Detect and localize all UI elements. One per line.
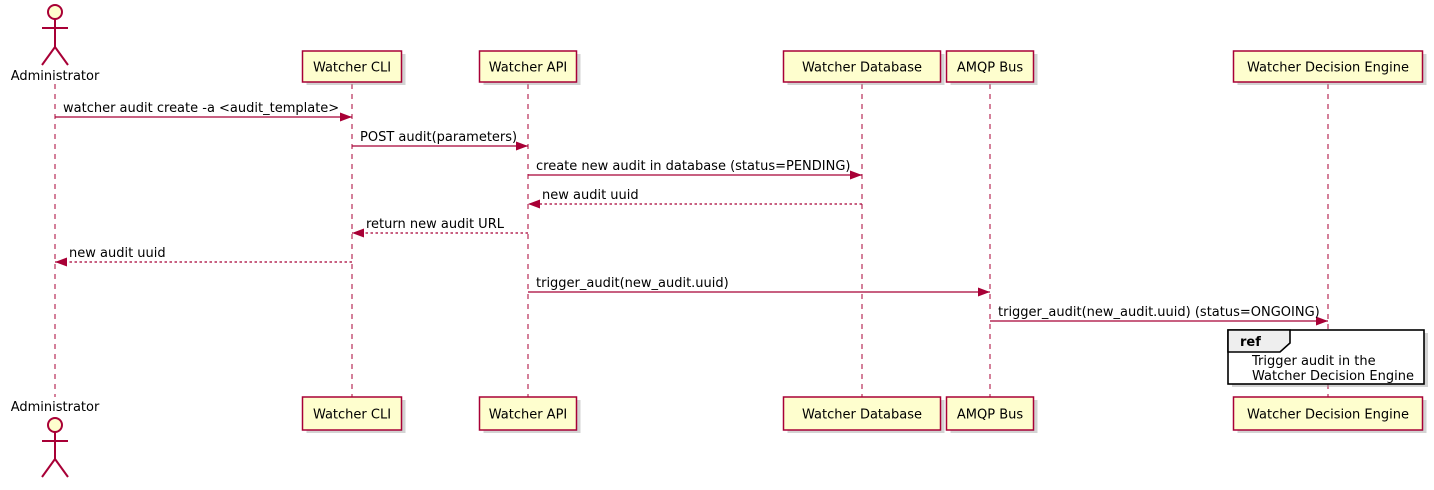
ref-text-line: Trigger audit in the xyxy=(1251,354,1376,369)
message-label: POST audit(parameters) xyxy=(360,130,517,145)
participant-box-bottom-wde xyxy=(1232,396,1424,431)
participant-box-top-db xyxy=(782,50,942,83)
participant-label: Watcher CLI xyxy=(313,408,391,423)
participant-box-bottom-api xyxy=(478,396,578,431)
ref-tab xyxy=(1227,329,1291,353)
message-arrowhead xyxy=(528,199,540,209)
message-label: new audit uuid xyxy=(69,246,166,261)
actor-leg-icon xyxy=(41,458,56,478)
message-label: trigger_audit(new_audit.uuid) xyxy=(536,276,729,291)
message-arrowhead xyxy=(516,141,528,151)
participant-box-bottom-cli xyxy=(301,396,403,431)
participant-label: Watcher API xyxy=(489,61,568,76)
participant-label: AMQP Bus xyxy=(957,61,1023,76)
participant-label: Watcher CLI xyxy=(313,61,391,76)
participant-label: Watcher API xyxy=(489,408,568,423)
actor-label-top: Administrator xyxy=(11,69,100,84)
participant-label: Watcher Database xyxy=(802,408,922,423)
actor-head-icon xyxy=(47,417,63,433)
participant-label: AMQP Bus xyxy=(957,408,1023,423)
participant-box-bottom-amqp xyxy=(945,396,1035,431)
message-label: trigger_audit(new_audit.uuid) (status=ON… xyxy=(998,305,1320,320)
actor-leg-icon xyxy=(54,458,69,478)
message-arrowhead xyxy=(978,287,990,297)
actor-label-bottom: Administrator xyxy=(11,400,100,415)
message-arrowhead xyxy=(850,170,862,180)
message-arrowhead xyxy=(55,257,67,267)
participant-box-top-amqp xyxy=(945,50,1035,83)
message-label: new audit uuid xyxy=(542,188,639,203)
message-label: watcher audit create -a <audit_template> xyxy=(63,101,339,116)
ref-text-line: Watcher Decision Engine xyxy=(1252,369,1414,384)
participant-box-top-wde xyxy=(1232,50,1424,83)
actor-head-icon xyxy=(47,4,63,20)
actor-leg-icon xyxy=(41,46,56,66)
participant-label: Watcher Decision Engine xyxy=(1247,61,1409,76)
participant-box-bottom-db xyxy=(782,396,942,431)
message-label: create new audit in database (status=PEN… xyxy=(536,159,851,174)
ref-keyword: ref xyxy=(1240,335,1261,350)
participant-box-top-api xyxy=(478,50,578,83)
participant-label: Watcher Decision Engine xyxy=(1247,408,1409,423)
participant-label: Watcher Database xyxy=(802,61,922,76)
message-label: return new audit URL xyxy=(366,217,505,232)
actor-leg-icon xyxy=(54,46,69,66)
participant-box-top-cli xyxy=(301,50,403,83)
message-arrowhead xyxy=(340,112,352,122)
message-arrowhead xyxy=(1316,316,1328,326)
message-arrowhead xyxy=(352,228,364,238)
